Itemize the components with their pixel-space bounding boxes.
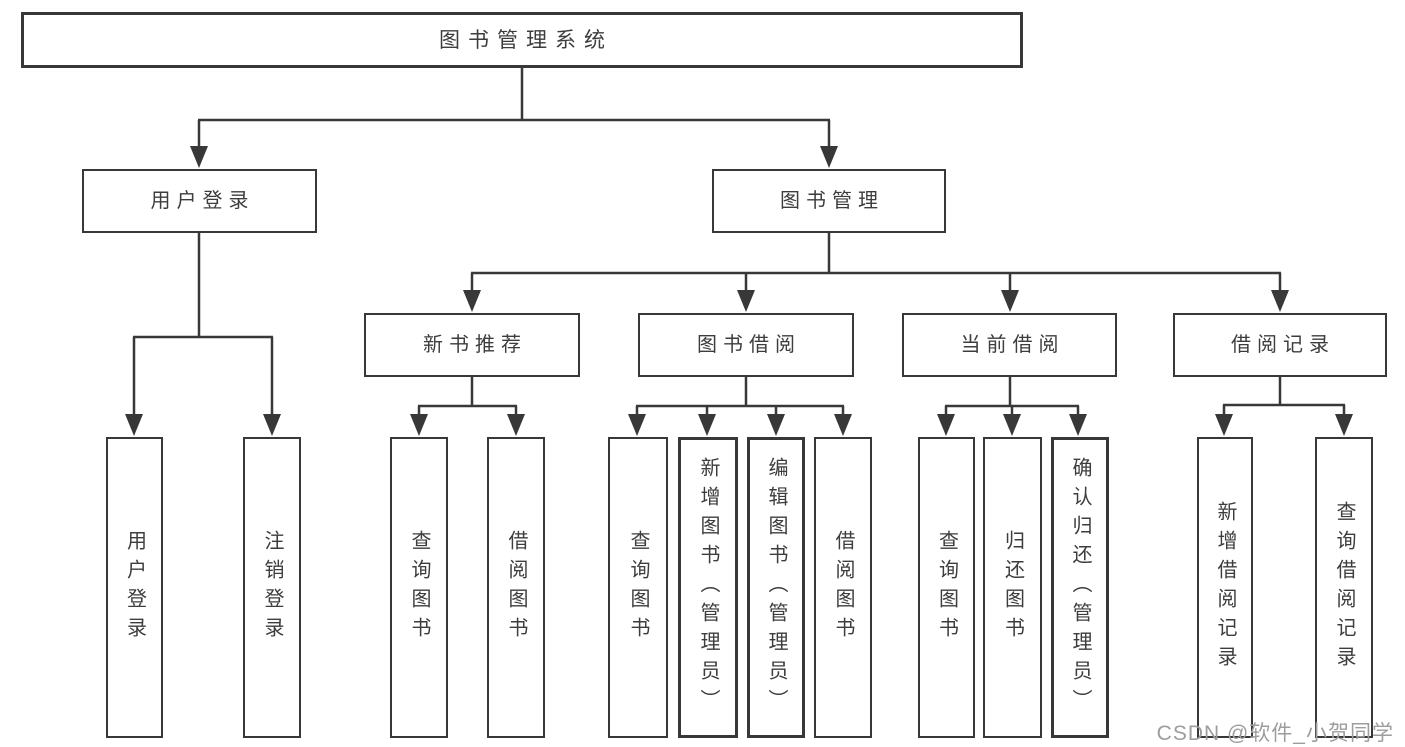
arrowhead-icon	[1215, 414, 1233, 436]
arrowhead-icon	[1001, 290, 1019, 312]
connector-book-borrowing-children	[628, 377, 852, 436]
connector-borrowing-records-children	[1215, 377, 1353, 436]
leaf-query-books-borrowing: 查询图书	[608, 437, 668, 738]
arrowhead-icon	[698, 414, 716, 436]
node-label: 编辑图书（管理员）	[765, 457, 787, 718]
node-book-management: 图书管理	[712, 169, 946, 233]
connector-user-login-children	[125, 233, 281, 436]
connector-root-to-level2	[190, 68, 838, 168]
arrowhead-icon	[1271, 290, 1289, 312]
node-label: 注销登录	[261, 529, 283, 646]
arrowhead-icon	[410, 414, 428, 436]
node-new-book-recommend: 新书推荐	[364, 313, 580, 377]
node-label: 新增图书（管理员）	[697, 457, 719, 718]
leaf-user-login: 用户登录	[106, 437, 163, 738]
arrowhead-icon	[767, 414, 785, 436]
node-label: 图书管理	[780, 190, 884, 212]
node-label: 用户登录	[150, 190, 255, 212]
leaf-edit-book-admin: 编辑图书（管理员）	[747, 437, 805, 738]
arrowhead-icon	[834, 414, 852, 436]
arrowhead-icon	[737, 290, 755, 312]
node-label: 查询图书	[627, 529, 649, 646]
node-library-management-system: 图书管理系统	[21, 12, 1023, 68]
node-label: 新增借阅记录	[1214, 500, 1236, 675]
arrowhead-icon	[820, 146, 838, 168]
connector-book-management-children	[463, 233, 1289, 312]
arrowhead-icon	[937, 414, 955, 436]
leaf-borrow-books-recommend: 借阅图书	[487, 437, 545, 738]
node-label: 当前借阅	[960, 334, 1065, 356]
arrowhead-icon	[507, 414, 525, 436]
leaf-add-borrow-record: 新增借阅记录	[1197, 437, 1253, 738]
node-label: 新书推荐	[423, 334, 527, 356]
leaf-logout: 注销登录	[243, 437, 301, 738]
leaf-query-books-current: 查询图书	[918, 437, 975, 738]
node-borrowing-records: 借阅记录	[1173, 313, 1387, 377]
arrowhead-icon	[463, 290, 481, 312]
connector-current-borrowing-children	[937, 377, 1087, 436]
node-label: 查询借阅记录	[1333, 500, 1355, 675]
leaf-query-books-recommend: 查询图书	[390, 437, 448, 738]
connector-new-book-recommend-children	[410, 377, 525, 436]
node-label: 查询图书	[935, 529, 958, 646]
leaf-query-borrow-record: 查询借阅记录	[1315, 437, 1373, 738]
node-label: 借阅记录	[1231, 334, 1335, 356]
node-label: 借阅图书	[505, 529, 527, 646]
node-current-borrowing: 当前借阅	[902, 313, 1117, 377]
csdn-watermark: CSDN @软件_小贺同学	[1156, 722, 1394, 745]
node-label: 借阅图书	[832, 529, 854, 646]
arrowhead-icon	[1069, 414, 1087, 436]
node-label: 图书管理系统	[439, 28, 613, 52]
arrowhead-icon	[1335, 414, 1353, 436]
node-label: 用户登录	[123, 529, 146, 646]
leaf-borrow-books: 借阅图书	[814, 437, 872, 738]
node-label: 确认归还（管理员）	[1069, 457, 1091, 718]
node-label: 归还图书	[1001, 529, 1024, 646]
arrowhead-icon	[125, 414, 143, 436]
arrowhead-icon	[190, 146, 208, 168]
leaf-return-book: 归还图书	[983, 437, 1042, 738]
arrowhead-icon	[263, 414, 281, 436]
node-book-borrowing: 图书借阅	[638, 313, 854, 377]
leaf-confirm-return-admin: 确认归还（管理员）	[1051, 437, 1109, 738]
arrowhead-icon	[1003, 414, 1021, 436]
node-label: 图书借阅	[697, 334, 801, 356]
node-label: 查询图书	[408, 529, 430, 646]
arrowhead-icon	[628, 414, 646, 436]
leaf-add-book-admin: 新增图书（管理员）	[678, 437, 738, 738]
node-user-login: 用户登录	[82, 169, 317, 233]
